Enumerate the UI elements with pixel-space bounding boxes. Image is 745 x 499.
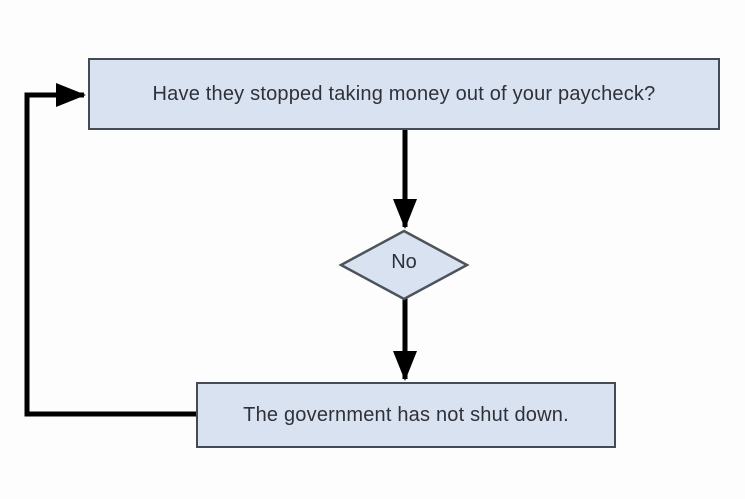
result-text: The government has not shut down. [243,404,569,426]
question-box: Have they stopped taking money out of yo… [88,58,720,130]
result-box: The government has not shut down. [196,382,616,448]
question-text: Have they stopped taking money out of yo… [152,83,656,105]
decision-diamond [338,229,470,301]
decision-text: No [391,251,417,273]
loop-back-arrow [24,83,197,417]
